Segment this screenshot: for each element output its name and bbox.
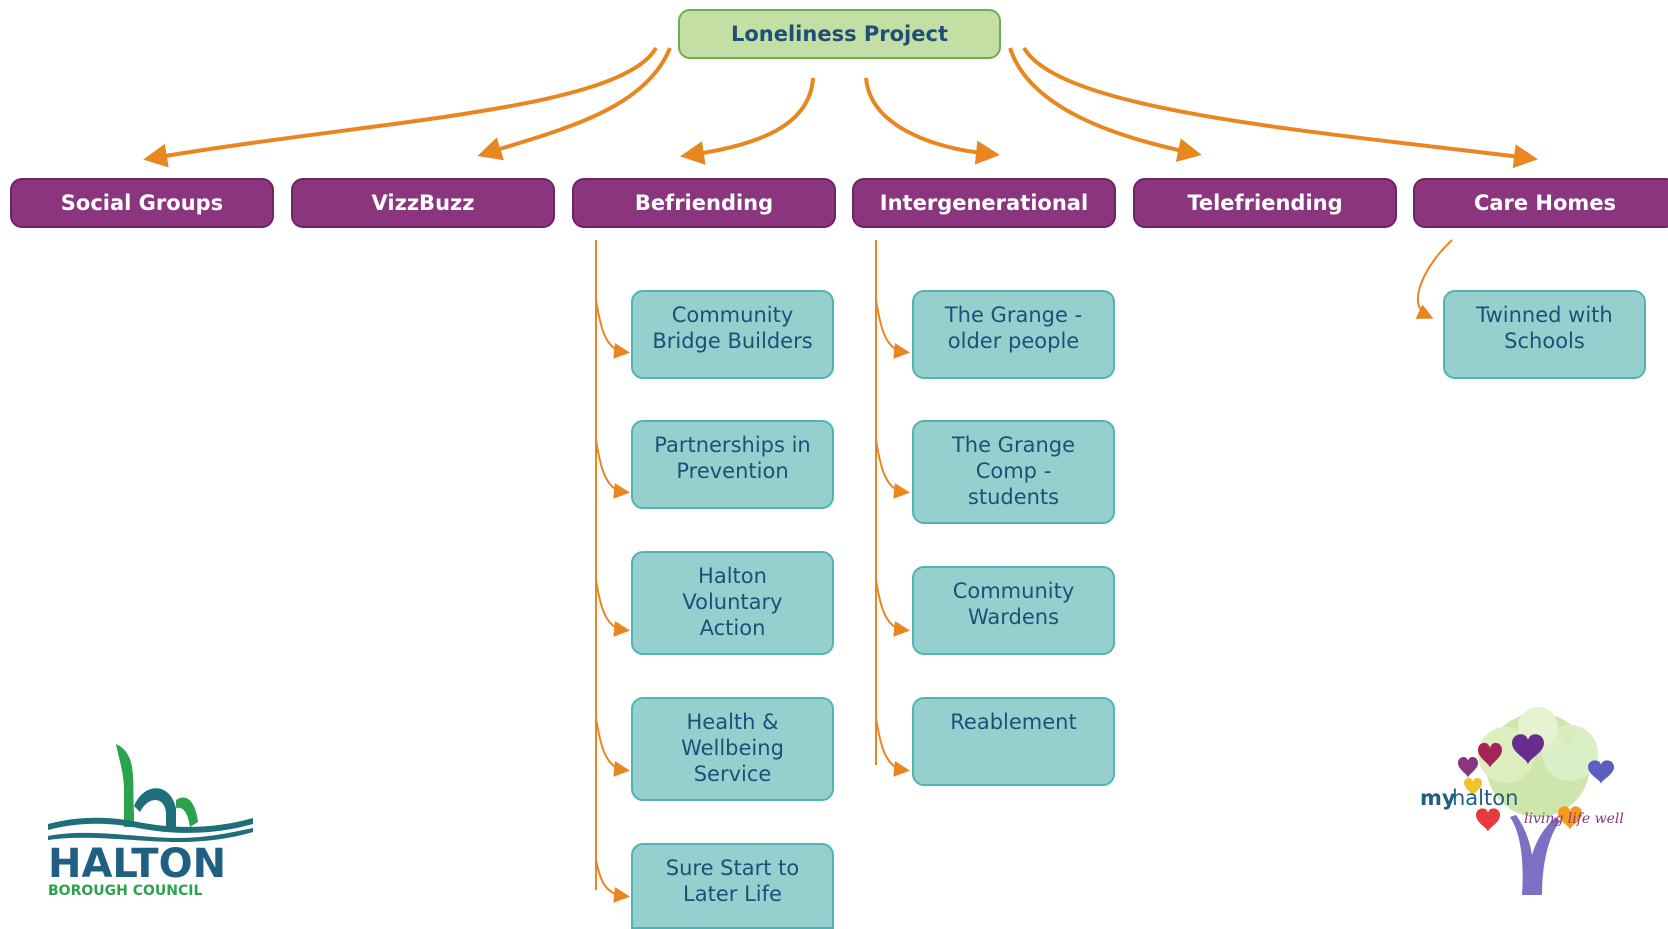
category-befriending: Befriending	[572, 178, 836, 228]
logo-wave-1	[48, 817, 253, 833]
branch-intergen-4	[875, 717, 910, 777]
logo-halton-word: HALTON	[48, 841, 226, 887]
category-label: Social Groups	[60, 191, 224, 215]
subitem-partnerships-in-prevention: Partnerships in Prevention	[631, 420, 834, 509]
arrow-to-social-groups	[143, 46, 658, 168]
category-care-homes: Care Homes	[1413, 178, 1668, 228]
arrow-to-intergenerational	[864, 77, 1000, 165]
subitem-line: older people	[947, 329, 1080, 353]
subitem-grange-comp-students: The Grange Comp - students	[912, 420, 1115, 524]
branch-care-homes-1	[1415, 239, 1453, 319]
category-label: Telefriending	[1187, 191, 1343, 215]
subitem-line: Halton	[698, 564, 767, 588]
tree-canopy	[1478, 707, 1598, 817]
heart-icon	[1476, 808, 1500, 832]
heart-icon	[1458, 757, 1478, 778]
myhalton-logo: my halton living life well	[1420, 707, 1624, 895]
subitem-line: Service	[693, 762, 772, 786]
subitem-twinned-with-schools: Twinned with Schools	[1443, 290, 1646, 379]
branch-befriending-4	[595, 717, 630, 777]
branch-befriending-5	[595, 859, 630, 903]
root-label: Loneliness Project	[730, 22, 948, 46]
subitem-line: Community	[952, 579, 1075, 603]
logo-h-mark	[116, 744, 134, 827]
arrow-to-vizzbuzz	[477, 47, 672, 161]
subitem-grange-older-people: The Grange - older people	[912, 290, 1115, 379]
branch-befriending-3	[595, 579, 630, 637]
logo-h-tail	[176, 797, 198, 827]
subitem-sure-start-to-later-life: Sure Start to Later Life	[631, 843, 834, 929]
subitem-line: Schools	[1504, 329, 1585, 353]
subitem-line: Partnerships in	[654, 433, 811, 457]
category-label: Care Homes	[1473, 191, 1617, 215]
logo-council-word: BOROUGH COUNCIL	[48, 883, 202, 899]
logo-tagline: living life well	[1524, 811, 1624, 827]
logo-wave-2	[48, 828, 253, 842]
heart-icon	[1512, 734, 1544, 765]
subitem-line: Prevention	[676, 459, 789, 483]
subitem-line: students	[967, 485, 1060, 509]
subitem-line: Bridge Builders	[652, 329, 813, 353]
category-label: VizzBuzz	[371, 191, 475, 215]
heart-icon	[1558, 806, 1582, 830]
category-vizzbuzz: VizzBuzz	[291, 178, 555, 228]
logo-h-arch	[134, 788, 176, 827]
branch-befriending-2	[595, 439, 630, 499]
subitem-line: The Grange	[951, 433, 1076, 457]
subitem-line: The Grange -	[944, 303, 1083, 327]
branch-intergen-1	[875, 299, 910, 359]
branch-befriending-1	[595, 299, 630, 359]
category-social-groups: Social Groups	[10, 178, 274, 228]
subitem-line: Action	[699, 616, 766, 640]
category-telefriending: Telefriending	[1133, 178, 1397, 228]
heart-icon	[1558, 727, 1576, 746]
category-intergenerational: Intergenerational	[852, 178, 1116, 228]
subitem-community-bridge-builders: Community Bridge Builders	[631, 290, 834, 379]
heart-icon	[1588, 760, 1614, 784]
arrow-to-care-homes	[1022, 46, 1538, 169]
logo-my-text: my	[1420, 786, 1456, 810]
halton-borough-council-logo: HALTON BOROUGH COUNCIL	[48, 744, 253, 899]
root-node: Loneliness Project	[678, 9, 1001, 59]
subitem-line: Wardens	[967, 605, 1060, 629]
heart-icon	[1478, 742, 1502, 768]
subitem-line: Voluntary	[682, 590, 783, 614]
subitem-reablement: Reablement	[912, 697, 1115, 786]
subitem-line: Community	[671, 303, 794, 327]
subitem-line: Wellbeing	[681, 736, 784, 760]
arrow-to-telefriending	[1008, 47, 1202, 162]
subitem-line: Sure Start to	[665, 856, 800, 880]
arrow-to-befriending	[680, 77, 815, 165]
subitem-health-wellbeing-service: Health & Wellbeing Service	[631, 697, 834, 801]
subitem-community-wardens: Community Wardens	[912, 566, 1115, 655]
subitem-line: Later Life	[683, 882, 782, 906]
category-label: Befriending	[634, 191, 774, 215]
subitem-line: Health &	[686, 710, 779, 734]
logo-halton-text: halton	[1452, 786, 1518, 810]
subitem-line: Twinned with	[1476, 303, 1613, 327]
subitem-halton-voluntary-action: Halton Voluntary Action	[631, 551, 834, 655]
tree-trunk	[1510, 815, 1560, 895]
heart-icon	[1464, 777, 1482, 796]
subitem-line: Reablement	[950, 710, 1077, 734]
branch-intergen-2	[875, 439, 910, 499]
subitem-line: Comp -	[975, 459, 1052, 483]
branch-intergen-3	[875, 579, 910, 637]
category-label: Intergenerational	[879, 191, 1089, 215]
